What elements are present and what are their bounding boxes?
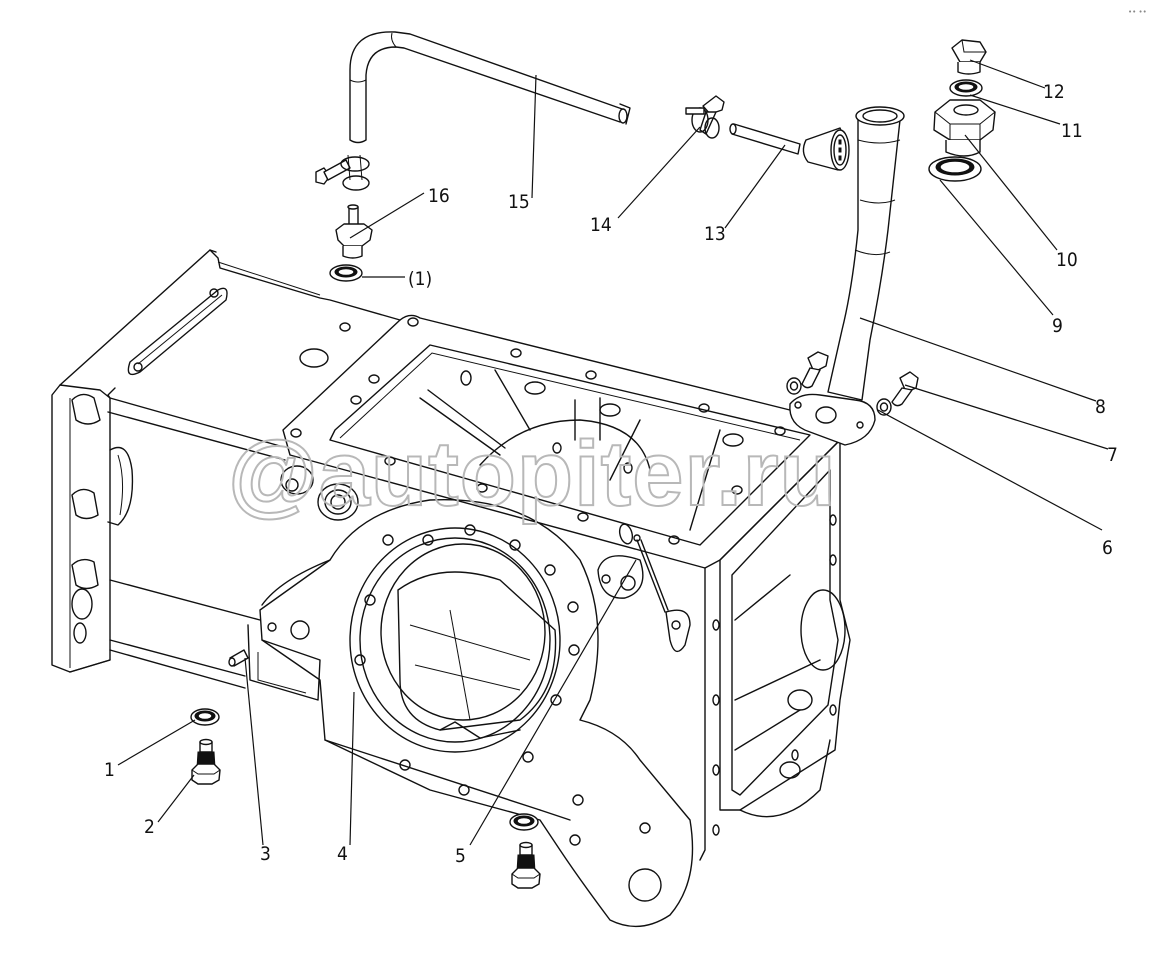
- round-flange-holes: [354, 524, 651, 846]
- plug-12: [951, 39, 987, 75]
- housing: [51, 249, 851, 928]
- clamp-14: [685, 95, 725, 139]
- callout-4: 4: [337, 843, 348, 865]
- watermark: @autopiter.ru: [228, 423, 837, 525]
- breather-13: [729, 123, 850, 171]
- corner-mark: •• ••: [1128, 8, 1147, 16]
- callout-7: 7: [1107, 444, 1118, 466]
- callout-9: 9: [1052, 315, 1063, 337]
- callout-14: 14: [590, 214, 612, 236]
- cap-nut-10: [933, 99, 996, 157]
- dowel-pin-3: [228, 649, 249, 667]
- callout-15: 15: [508, 191, 530, 213]
- washer-lower-right: [509, 813, 539, 831]
- callout-10: 10: [1056, 249, 1078, 271]
- dipstick-5: [618, 523, 691, 653]
- callout-5: 5: [455, 845, 466, 867]
- plug-lower-right: [511, 841, 541, 889]
- union-16: [335, 204, 373, 259]
- drain-plug-2: [191, 738, 221, 785]
- washer-1: [190, 708, 220, 726]
- callout-16: 16: [428, 185, 450, 207]
- callout-12: 12: [1043, 81, 1065, 103]
- callout-2: 2: [144, 816, 155, 838]
- callout-p1: (1): [408, 268, 432, 290]
- callout-1: 1: [104, 759, 115, 781]
- washer-11: [949, 79, 983, 97]
- flange-holes: [290, 317, 786, 545]
- callout-labels: 1 2 3 4 5 6 7 8 9 10 11 12 13 14 15 16 (…: [104, 81, 1118, 867]
- bolt-washer-left: [786, 351, 829, 395]
- callout-6: 6: [1102, 537, 1113, 559]
- callout-13: 13: [704, 223, 726, 245]
- callout-8: 8: [1095, 396, 1106, 418]
- clamp-left: [315, 154, 370, 191]
- leader-lines: [117, 59, 1109, 846]
- callout-3: 3: [260, 843, 271, 865]
- bolt-washer-right: [876, 371, 919, 416]
- filler-pipe: [789, 106, 905, 446]
- callout-11: 11: [1061, 120, 1083, 142]
- hose-15: [349, 31, 631, 144]
- washer-p1: [329, 264, 363, 282]
- washer-9: [928, 156, 982, 182]
